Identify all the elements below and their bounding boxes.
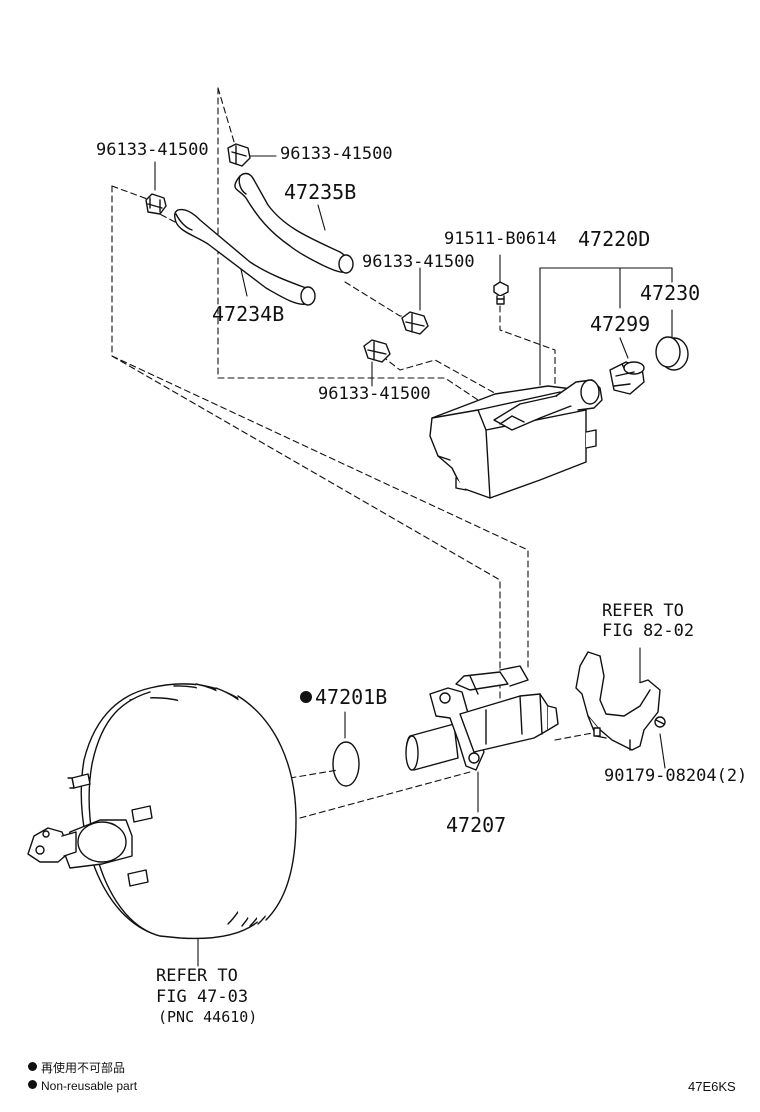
label-clip-top-left: 96133-41500 [96, 140, 209, 160]
label-clip-lower: 96133-41500 [318, 384, 431, 404]
label-gasket-text: 47201B [315, 685, 388, 709]
label-reservoir-47220D: 47220D [578, 227, 651, 251]
clip-96133-41500-top-right [227, 143, 251, 167]
hose-47234B [173, 208, 316, 306]
cap-47230 [655, 336, 689, 371]
legend-english: Non-reusable part [28, 1080, 137, 1092]
figure-code: 47E6KS [688, 1079, 736, 1094]
reservoir-47220D [429, 379, 603, 499]
label-booster-ref-line2: FIG 47-03 [156, 987, 249, 1007]
legend-chinese: 再使用不可部品 [28, 1062, 125, 1074]
gasket-47201B [332, 741, 360, 787]
label-bolt-91511-B0614: 91511-B0614 [444, 229, 557, 249]
legend-chinese-text: 再使用不可部品 [41, 1061, 126, 1075]
bolt-91511-B0614 [493, 281, 509, 305]
label-booster-ref-line3: (PNC 44610) [158, 1008, 258, 1026]
label-bracket-ref-line2: FIG 82-02 [602, 621, 695, 641]
non-reusable-dot-icon [28, 1080, 37, 1089]
bracket-refer-fig-82-02 [575, 651, 666, 751]
label-gasket-47201B: 47201B [300, 687, 387, 707]
clip-96133-41500-lower [363, 339, 391, 363]
brake-booster [27, 683, 297, 940]
label-hose-47235B: 47235B [284, 180, 357, 204]
label-bracket-ref-line1: REFER TO [602, 601, 684, 621]
label-clip-top-right: 96133-41500 [280, 144, 393, 164]
non-reusable-marker-icon [300, 691, 312, 703]
master-cylinder-47207 [405, 665, 559, 771]
label-hose-47234B: 47234B [212, 302, 285, 326]
leader-lines [154, 155, 673, 967]
label-clip-mid: 96133-41500 [362, 252, 475, 272]
label-master-cylinder-47207: 47207 [446, 813, 507, 837]
label-cap-47230: 47230 [640, 281, 701, 305]
strainer-47299 [609, 361, 645, 395]
hose-47235B [234, 172, 354, 274]
label-booster-ref-line1: REFER TO [156, 966, 238, 986]
clip-96133-41500-mid [401, 311, 429, 335]
legend-english-text: Non-reusable part [41, 1079, 138, 1093]
label-bracket-bolt: 90179-08204(2) [604, 766, 748, 786]
clip-96133-41500-top-left [145, 193, 167, 215]
label-strainer-47299: 47299 [590, 312, 651, 336]
non-reusable-dot-icon [28, 1062, 37, 1071]
